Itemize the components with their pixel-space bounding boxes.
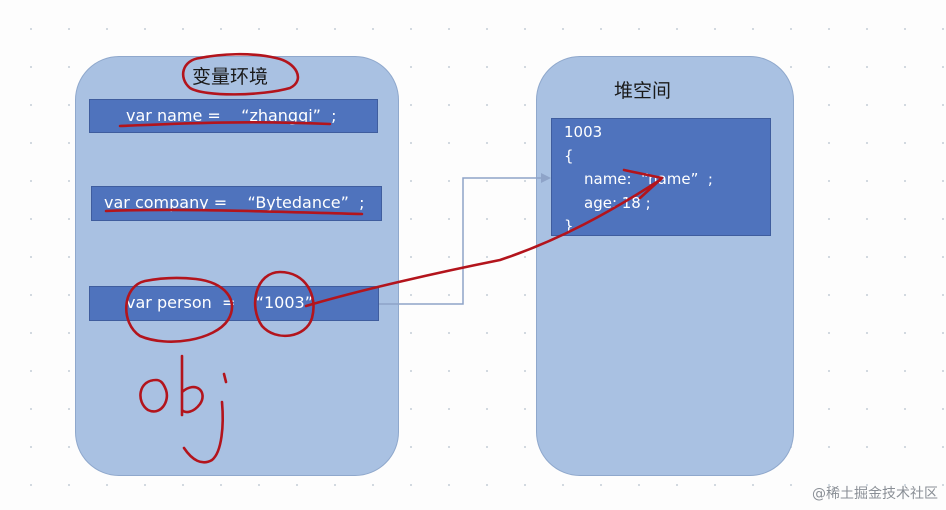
heap-space-title: 堆空间 bbox=[614, 80, 672, 102]
heap-close-brace: } bbox=[564, 217, 574, 235]
var-company-box: var company = “Bytedance” ; bbox=[91, 186, 382, 221]
var-name-box: var name = “zhangqi” ; bbox=[89, 99, 378, 133]
heap-open-brace: { bbox=[564, 146, 574, 165]
variable-environment-title: 变量环境 bbox=[192, 66, 269, 88]
heap-address: 1003 bbox=[564, 123, 603, 141]
heap-object-box: 1003 { name: “name” ; age: 18 ; } bbox=[551, 118, 771, 236]
reference-connector-line bbox=[379, 177, 545, 305]
var-person-box: var person = “1003” bbox=[89, 286, 379, 321]
heap-name-property: name: “name” ; bbox=[584, 170, 713, 188]
heap-age-property: age: 18 ; bbox=[584, 193, 651, 212]
watermark-text: @稀土掘金技术社区 bbox=[812, 486, 938, 502]
